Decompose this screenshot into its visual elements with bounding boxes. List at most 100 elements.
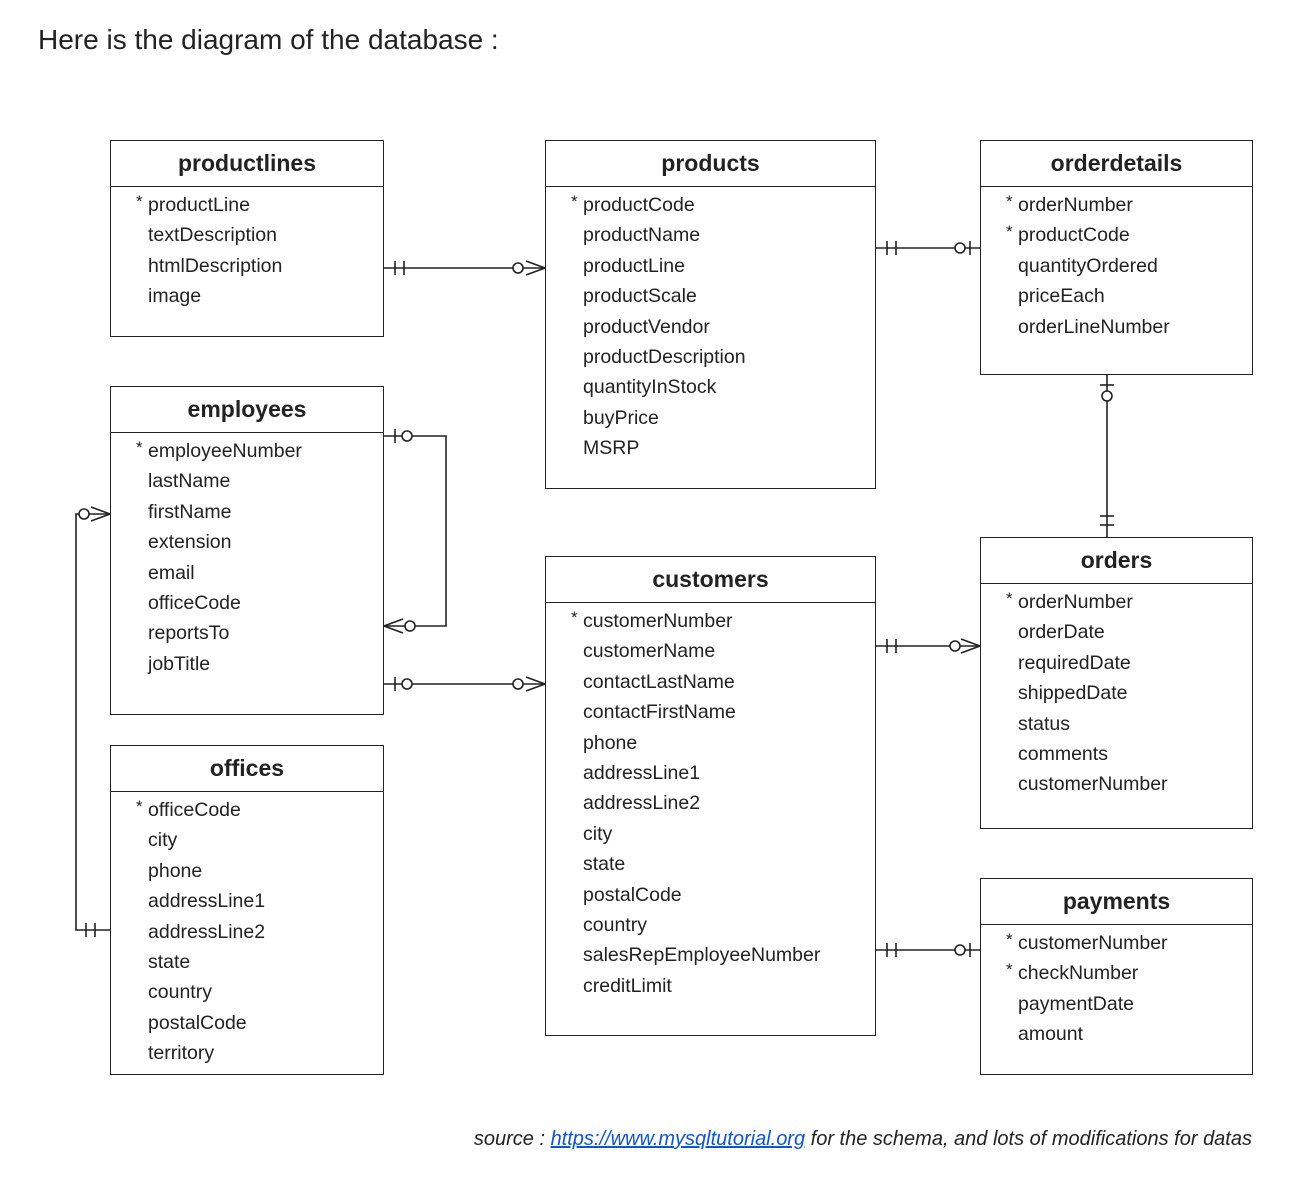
field-name: productCode	[583, 194, 695, 216]
field-row: lastName	[111, 466, 383, 496]
field-row: contactLastName	[546, 667, 875, 697]
rel-customers-payments	[876, 943, 980, 957]
field-name: textDescription	[148, 224, 277, 247]
source-caption: source : https://www.mysqltutorial.org f…	[474, 1128, 1252, 1151]
field-row: textDescription	[111, 220, 383, 250]
field-name: contactLastName	[583, 670, 735, 693]
primary-key-marker: *	[1006, 960, 1013, 980]
field-row: country	[546, 910, 875, 940]
entity-customers: customers *customerNumber customerName c…	[545, 556, 876, 1036]
entity-offices: offices *officeCode city phone addressLi…	[110, 745, 384, 1075]
primary-key-marker: *	[571, 192, 578, 211]
field-name: htmlDescription	[148, 254, 283, 277]
primary-key-marker: *	[1006, 222, 1013, 242]
field-row: addressLine2	[111, 917, 383, 947]
field-name: image	[148, 285, 202, 308]
primary-key-marker: *	[1006, 589, 1013, 608]
field-row: phone	[111, 856, 383, 886]
field-name: productName	[583, 224, 701, 247]
field-name: paymentDate	[1018, 992, 1134, 1015]
field-row: image	[111, 281, 383, 311]
field-name: employeeNumber	[148, 440, 302, 462]
field-name: addressLine2	[148, 920, 266, 943]
field-row: phone	[546, 728, 875, 758]
entity-employees: employees *employeeNumber lastName first…	[110, 386, 384, 715]
field-row: requiredDate	[981, 648, 1252, 678]
field-name: phone	[148, 859, 203, 882]
field-name: officeCode	[148, 591, 241, 614]
field-name: shippedDate	[1018, 682, 1128, 705]
field-name: productCode	[1018, 224, 1130, 247]
field-name: city	[583, 822, 613, 845]
field-row: postalCode	[111, 1008, 383, 1038]
field-row: productLine	[546, 251, 875, 281]
source-link[interactable]: https://www.mysqltutorial.org	[550, 1128, 806, 1150]
field-name: MSRP	[583, 437, 640, 460]
entity-productlines: productlines *productLine textDescriptio…	[110, 140, 384, 337]
field-name: state	[583, 853, 626, 876]
field-name: productScale	[583, 285, 697, 308]
field-name: quantityInStock	[583, 376, 717, 399]
field-name: postalCode	[583, 883, 682, 906]
field-name: firstName	[148, 500, 232, 523]
entity-title: customers	[546, 557, 875, 603]
field-row: status	[981, 709, 1252, 739]
rel-products-orderdetails	[876, 241, 980, 255]
field-row: MSRP	[546, 433, 875, 463]
field-row: *customerNumber	[981, 928, 1252, 958]
intro-text: Here is the diagram of the database :	[38, 24, 499, 55]
field-name: extension	[148, 531, 232, 554]
field-row: orderDate	[981, 617, 1252, 647]
field-row: buyPrice	[546, 403, 875, 433]
field-name: productDescription	[583, 345, 746, 368]
field-name: salesRepEmployeeNumber	[583, 944, 821, 967]
field-row: reportsTo	[111, 618, 383, 648]
field-row: firstName	[111, 497, 383, 527]
field-row: customerName	[546, 636, 875, 666]
field-row: quantityOrdered	[981, 251, 1252, 281]
field-row: comments	[981, 739, 1252, 769]
field-row: productDescription	[546, 342, 875, 372]
primary-key-marker: *	[136, 797, 143, 816]
entity-products: products *productCode productName produc…	[545, 140, 876, 489]
field-row: *officeCode	[111, 795, 383, 825]
entity-payments: payments *customerNumber *checkNumber pa…	[980, 878, 1253, 1075]
field-row: jobTitle	[111, 649, 383, 679]
field-name: addressLine2	[583, 792, 701, 815]
field-row: state	[546, 849, 875, 879]
field-row: territory	[111, 1038, 383, 1068]
field-row: officeCode	[111, 588, 383, 618]
field-name: lastName	[148, 470, 231, 493]
field-row: *productCode	[981, 220, 1252, 250]
field-name: country	[148, 981, 212, 1004]
field-row: addressLine2	[546, 788, 875, 818]
field-row: paymentDate	[981, 989, 1252, 1019]
field-name: country	[583, 913, 647, 936]
field-row: * employeeNumber	[111, 436, 383, 466]
field-name: requiredDate	[1018, 651, 1131, 674]
field-name: city	[148, 829, 178, 852]
field-name: customerName	[583, 640, 716, 663]
primary-key-marker: *	[571, 608, 578, 627]
source-prefix: source :	[473, 1128, 551, 1150]
field-name: status	[1018, 712, 1071, 735]
field-name: contactFirstName	[583, 701, 736, 724]
entity-title: payments	[981, 879, 1252, 925]
field-row: *customerNumber	[546, 606, 875, 636]
field-row: contactFirstName	[546, 697, 875, 727]
field-row: *orderNumber	[981, 587, 1252, 617]
entity-orderdetails: orderdetails *orderNumber *productCode q…	[980, 140, 1253, 375]
field-name: postalCode	[148, 1011, 247, 1034]
field-row: addressLine1	[546, 758, 875, 788]
field-name: orderLineNumber	[1018, 315, 1170, 338]
rel-employees-self	[383, 429, 447, 634]
field-row: productVendor	[546, 312, 875, 342]
primary-key-marker: *	[136, 438, 143, 457]
field-name: addressLine1	[148, 890, 266, 913]
entity-orders: orders *orderNumber orderDate requiredDa…	[980, 537, 1253, 829]
field-row: htmlDescription	[111, 251, 383, 281]
rel-orderdetails-orders	[1100, 375, 1114, 537]
field-row: amount	[981, 1019, 1252, 1049]
entity-title: orderdetails	[981, 141, 1252, 187]
field-name: buyPrice	[583, 406, 659, 429]
